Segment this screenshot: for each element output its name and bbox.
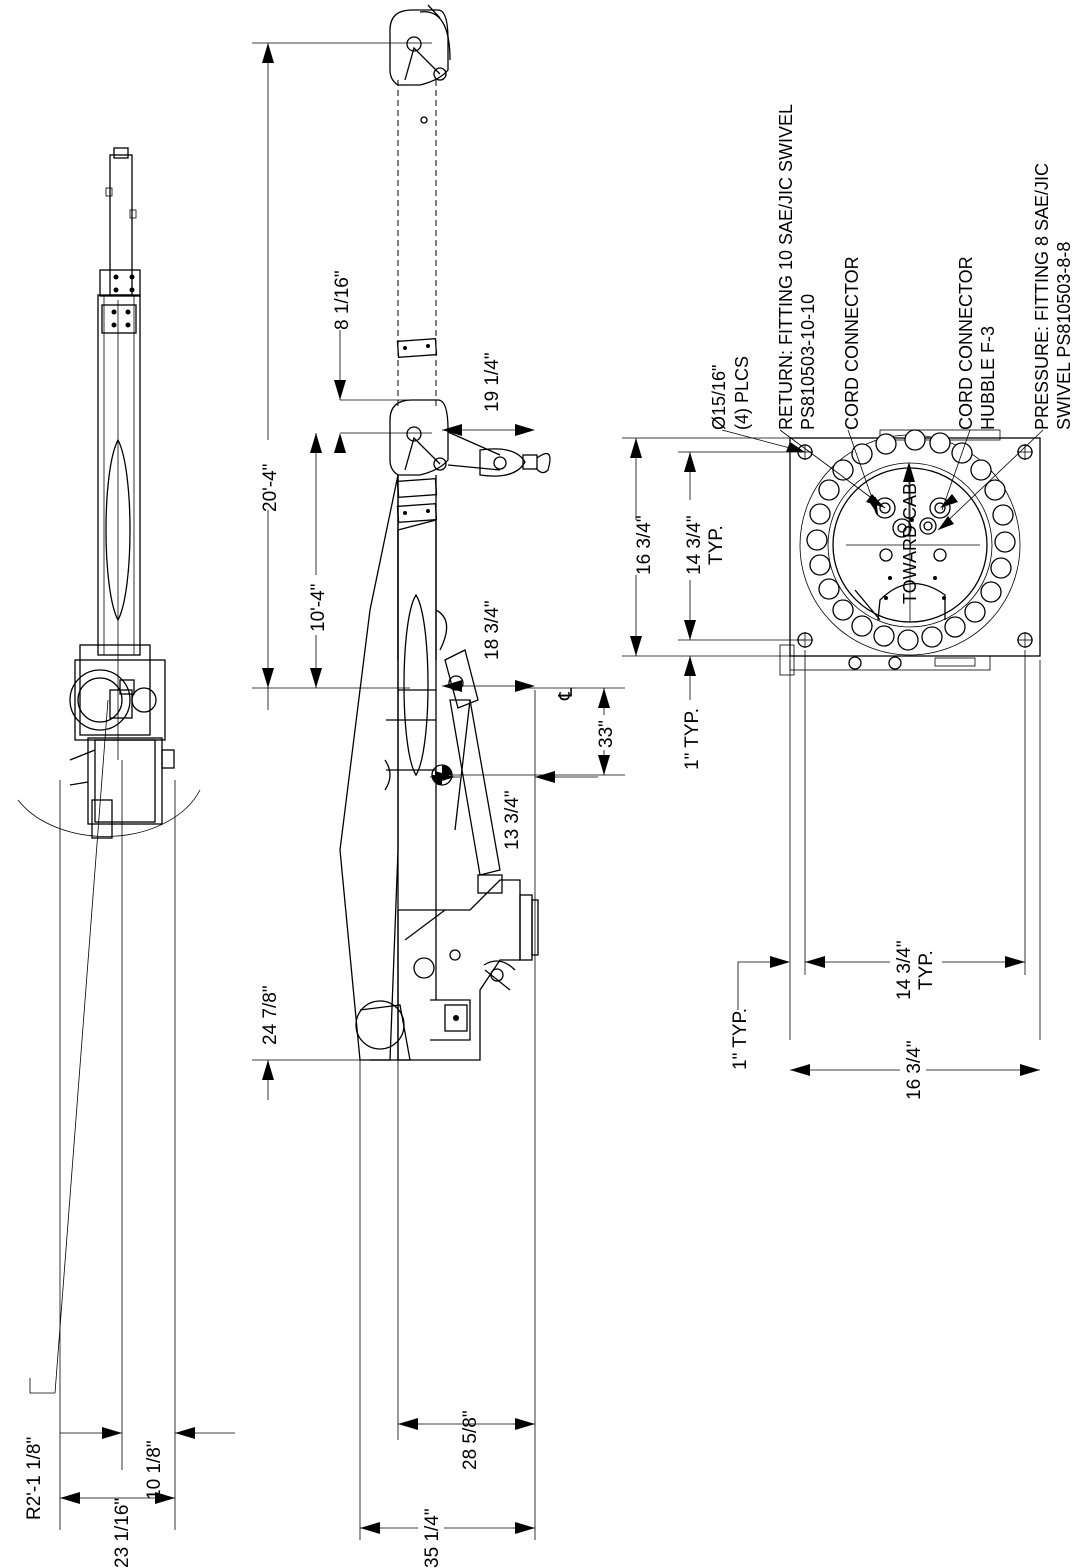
- hydraulic-cylinder: [449, 699, 501, 876]
- side-view: [339, 4, 551, 1061]
- dim-28-5-8: 28 5/8": [460, 1410, 481, 1470]
- radius-leader: [29, 1378, 55, 1394]
- dim-r2-1-1-8: R2'-1 1/8": [24, 1437, 45, 1520]
- dim-24-7-8: 24 7/8": [260, 985, 281, 1045]
- dim-19-1-4: 19 1/4": [482, 352, 503, 412]
- dim-14-3-4-bottom: 14 3/4": [894, 940, 915, 1000]
- note-pressure-line2: SWIVEL PS810503-8-8: [1054, 242, 1074, 430]
- dim-14-3-4-left-typ: TYP.: [706, 525, 727, 565]
- dim-10-4: 10'-4": [308, 584, 329, 632]
- dim-20-4: 20'-4": [260, 464, 281, 512]
- dim-33: 33": [596, 720, 617, 748]
- end-view: [17, 147, 201, 839]
- side-view-slot: [403, 593, 429, 777]
- dim-16-3-4-bottom: 16 3/4": [904, 1040, 925, 1100]
- dim-1-typ-b: 1" TYP.: [730, 1008, 751, 1070]
- swing-radius-arc: [17, 789, 201, 837]
- centerline-symbol: ℄: [556, 687, 577, 701]
- upper-sheave-head: [389, 9, 449, 86]
- mounting-hole: [1017, 632, 1033, 648]
- note-return-line2: PS810503-10-10: [798, 294, 818, 430]
- dim-18-3-4: 18 3/4": [482, 600, 503, 660]
- end-view-slot: [105, 438, 131, 622]
- hook: [535, 452, 551, 474]
- dim-14-3-4-bottom-typ: TYP.: [916, 950, 937, 990]
- dim-14-3-4-left: 14 3/4": [684, 515, 705, 575]
- dim-10-1-8: 10 1/8": [144, 1440, 165, 1500]
- dim-16-3-4-left: 16 3/4": [634, 515, 655, 575]
- note-cord-connector: CORD CONNECTOR: [842, 256, 862, 430]
- note-return-line1: RETURN: FITTING 10 SAE/JIC SWIVEL: [776, 104, 796, 430]
- dim-35-1-4: 35 1/4": [422, 1508, 443, 1568]
- note-holes-line2: (4) PLCS: [732, 356, 752, 430]
- lower-sheave-head: [389, 399, 449, 476]
- note-pressure-line1: PRESSURE: FITTING 8 SAE/JIC: [1032, 163, 1052, 430]
- note-holes-line1: Ø15/16": [709, 365, 729, 430]
- dim-23-1-16: 23 1/16": [112, 1498, 133, 1568]
- note-cord-connector-hubble-line2: HUBBLE F-3: [978, 326, 998, 430]
- base-plate-view: [779, 429, 1041, 676]
- bolt-circle: [806, 429, 1016, 651]
- dim-13-3-4: 13 3/4": [502, 790, 523, 850]
- note-cord-connector-hubble-line1: CORD CONNECTOR: [956, 256, 976, 430]
- dim-8-1-16: 8 1/16": [332, 270, 353, 330]
- winch-drum: [355, 1000, 405, 1050]
- hook-block: [479, 448, 526, 477]
- dim-1-typ-a: 1" TYP.: [682, 708, 703, 770]
- note-toward-cab: TOWARD CAB: [900, 483, 920, 604]
